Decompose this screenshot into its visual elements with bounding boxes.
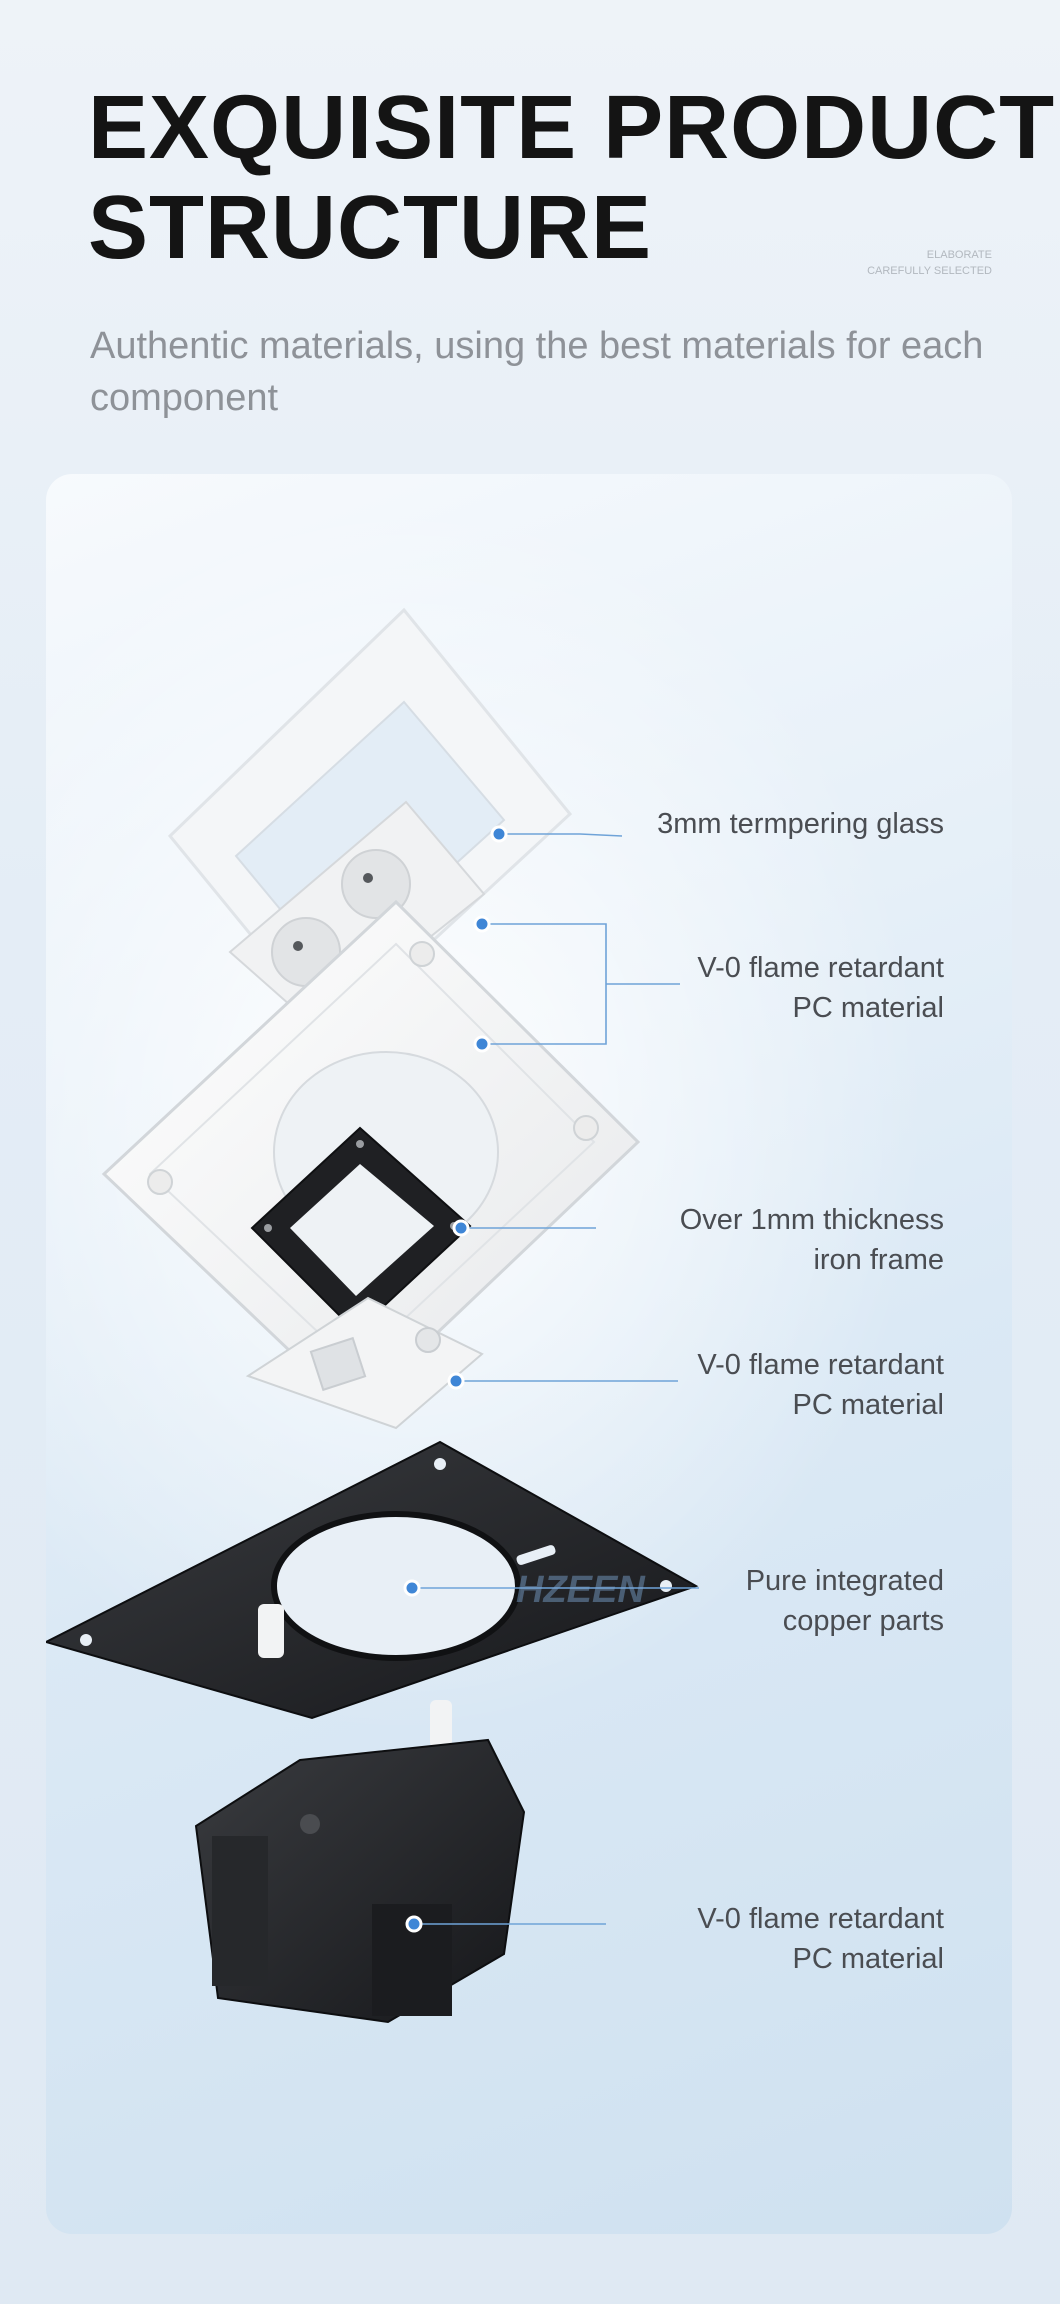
callout-iron-frame-line-2: iron frame [813, 1244, 944, 1276]
watermark: HZEEN [516, 1569, 646, 1611]
subtitle: Authentic materials, using the best mate… [90, 325, 984, 419]
callout-glass-line-1: 3mm termpering glass [657, 808, 944, 840]
tagline-line-1: ELABORATE [926, 249, 992, 261]
title-line-1: EXQUISITE PRODUCT [88, 78, 1056, 178]
callout-pc-cover: V-0 flame retardant PC material [697, 948, 944, 1028]
callout-pc-cover-line-2: PC material [792, 992, 945, 1024]
tagline: ELABORATE CAREFULLY SELECTED [867, 247, 992, 279]
black-base [194, 1738, 526, 2024]
callout-pc-cover-line-1: V-0 flame retardant [697, 952, 944, 984]
callout-pc-holder: V-0 flame retardant PC material [697, 1345, 944, 1425]
callout-copper-parts-line-2: copper parts [782, 1605, 944, 1637]
tagline-line-2: CAREFULLY SELECTED [867, 265, 992, 277]
callout-copper-parts: Pure integrated copper parts [746, 1561, 944, 1641]
mounting-plate [46, 1440, 699, 1748]
callout-glass: 3mm termpering glass [657, 804, 944, 844]
exploded-socket-illustration: HZEEN [46, 607, 699, 2024]
callout-pc-base-line-1: V-0 flame retardant [697, 1903, 944, 1935]
outlet-cover [228, 800, 486, 1030]
callout-markers [403, 825, 508, 1933]
callout-iron-frame-line-1: Over 1mm thickness [679, 1204, 944, 1236]
callout-copper-parts-line-1: Pure integrated [745, 1565, 944, 1597]
callout-pc-base-line-2: PC material [792, 1943, 945, 1975]
exploded-view-panel: HZEEN [46, 474, 1012, 2234]
callout-pc-holder-line-2: PC material [792, 1389, 945, 1421]
pc-holder [245, 1296, 484, 1430]
leader-lines [412, 833, 699, 1925]
callout-pc-holder-line-1: V-0 flame retardant [697, 1349, 944, 1381]
title-line-2: STRUCTURE [88, 178, 652, 278]
callout-pc-base: V-0 flame retardant PC material [697, 1899, 944, 1979]
iron-frame [250, 1126, 472, 1334]
page-title: EXQUISITE PRODUCT STRUCTURE [88, 78, 1055, 278]
callout-iron-frame: Over 1mm thickness iron frame [680, 1200, 944, 1280]
